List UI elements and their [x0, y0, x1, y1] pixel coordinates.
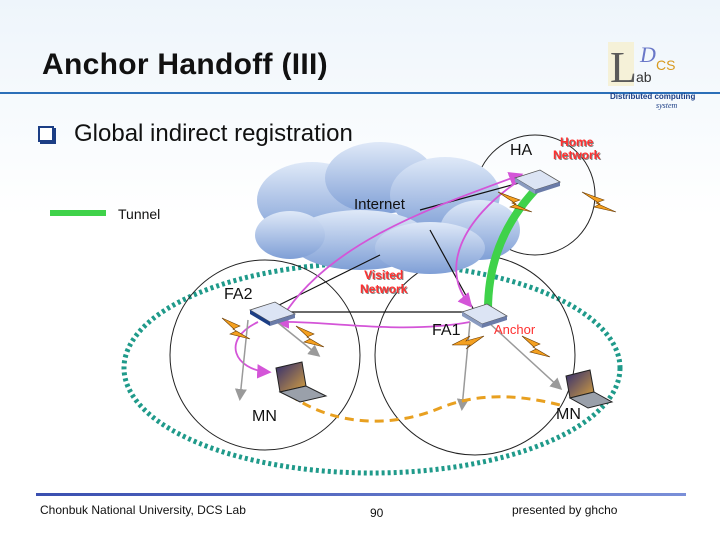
bullet-item: Global indirect registration — [38, 120, 353, 148]
wireless-bolt-icon — [581, 191, 617, 213]
slide-title: Anchor Handoff (III) — [42, 48, 328, 81]
ha-router-icon — [514, 169, 561, 194]
footer-institution: Chonbuk National University, DCS Lab — [40, 503, 246, 517]
fa1-router-icon — [461, 303, 508, 328]
wireless-bolt-icon — [497, 191, 533, 213]
gray-arrow-fa2-mn — [234, 319, 249, 401]
forward-path-fa1-fa2 — [274, 314, 471, 329]
home-network-label-line-1: Home — [560, 135, 594, 149]
mn-right-laptop-icon — [565, 369, 614, 409]
fa2-label: FA2 — [224, 286, 253, 303]
delivery-path-fa2-mn — [234, 321, 272, 379]
mn-right-label: MN — [556, 406, 581, 423]
fa2-cell-circle — [169, 259, 361, 451]
footer-rule — [36, 493, 686, 496]
footer-page-number: 90 — [370, 506, 384, 520]
gray-arrow-fa1-down — [456, 321, 471, 411]
logo-letters-cs: CS — [656, 57, 675, 73]
logo-letter-d: D — [639, 42, 656, 67]
fa2-router-icon — [249, 301, 296, 326]
registration-path-fa2-ha — [281, 172, 524, 319]
mn-left-label: MN — [252, 408, 277, 425]
tunnel-legend-label: Tunnel — [118, 206, 161, 222]
gray-arrow-fa2-right — [271, 317, 321, 357]
mn-movement-path — [289, 393, 561, 423]
logo-letters-ab: ab — [636, 69, 652, 85]
mn-left-laptop-icon — [275, 361, 328, 403]
dcs-lab-logo: L ab D CS Distributed computing system — [600, 38, 710, 110]
footer-presenter: presented by ghcho — [512, 503, 618, 517]
registration-path-ha-fa1 — [455, 179, 521, 308]
visited-network-label-line-1: Visited — [364, 268, 404, 282]
tunnel-path — [484, 182, 543, 311]
visited-network-label-line-2: Network — [360, 282, 408, 296]
ha-label: HA — [510, 142, 533, 159]
visited-network-label: Visited Network — [360, 268, 407, 296]
anchor-label: Anchor — [494, 322, 536, 337]
gray-arrow-fa1-mn — [487, 321, 563, 391]
logo-caption-distributed: Distributed computing — [610, 92, 695, 101]
internet-label: Internet — [354, 196, 405, 213]
fa1-label: FA1 — [432, 322, 461, 339]
wireless-bolt-icon — [295, 325, 325, 348]
home-network-label: Home Network — [553, 136, 600, 162]
bullet-text: Global indirect registration — [74, 120, 353, 147]
internet-fa2-link — [264, 254, 381, 313]
wireless-bolt-icon — [451, 335, 485, 350]
home-network-label-line-2: Network — [553, 148, 601, 162]
internet-cloud — [255, 142, 520, 274]
wireless-bolt-icon — [521, 335, 551, 358]
title-underline — [0, 92, 720, 94]
logo-letter-l: L — [610, 43, 637, 92]
wireless-bolt-icon — [221, 317, 251, 340]
logo-caption-system: system — [656, 101, 678, 110]
square-bullet-icon — [38, 126, 54, 142]
